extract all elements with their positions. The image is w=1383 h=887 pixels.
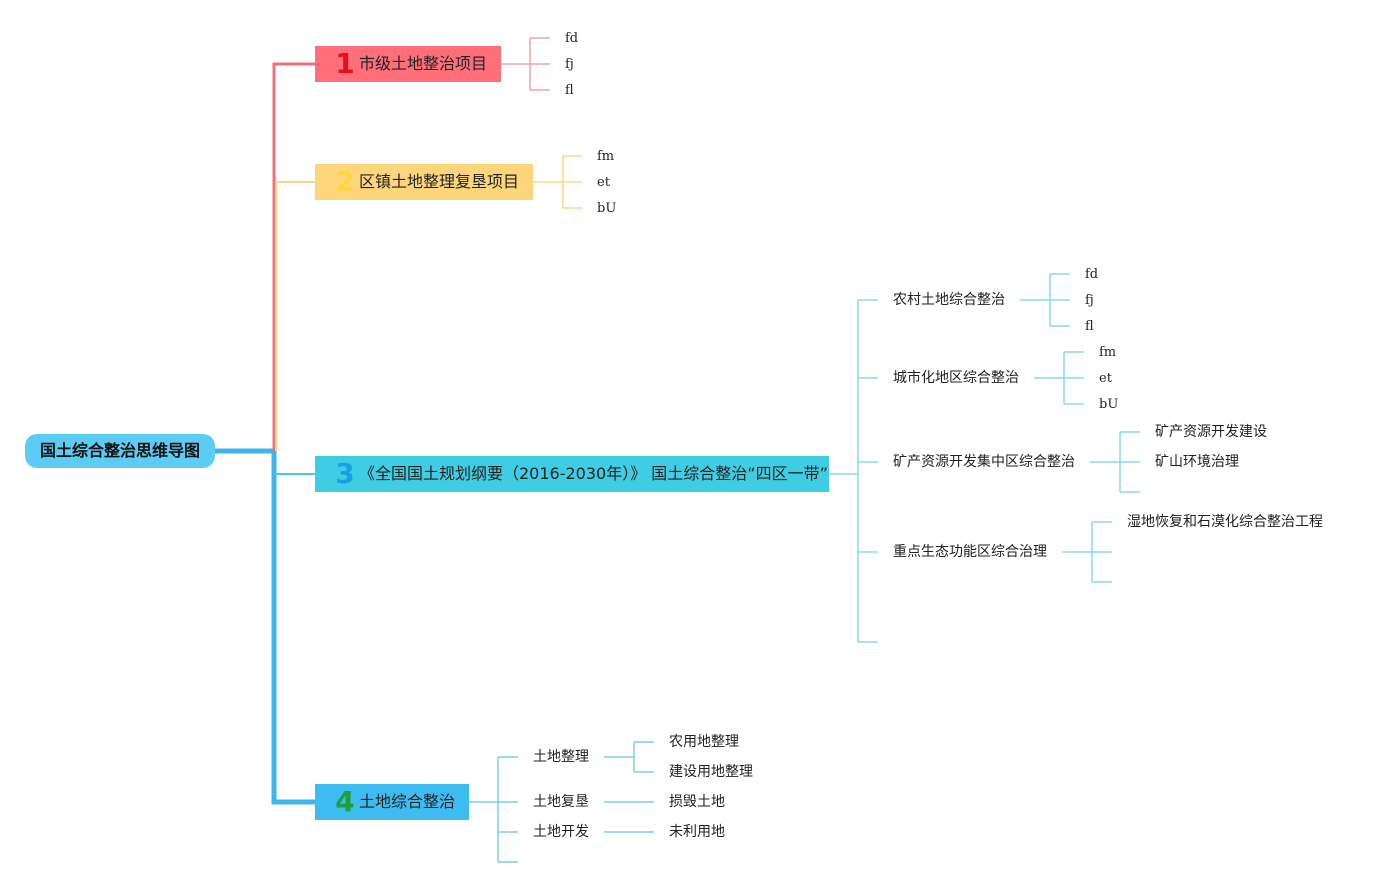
branch-2-label: 区镇土地整理复垦项目 bbox=[359, 172, 520, 191]
branch-4-sub[interactable]: 土地复垦 bbox=[533, 794, 589, 810]
branch-2-number: 2 bbox=[335, 165, 355, 198]
branch-4-leaf[interactable]: 建设用地整理 bbox=[669, 764, 753, 780]
branch-1-leaf[interactable]: fl bbox=[565, 83, 574, 98]
branch-4-leaf[interactable]: 损毁土地 bbox=[669, 794, 725, 810]
branch-3-leaf[interactable]: fj bbox=[1085, 293, 1094, 308]
branch-4-label: 土地综合整治 bbox=[359, 792, 456, 811]
branch-2-leaf[interactable]: fm bbox=[597, 149, 615, 164]
branch-4-number: 4 bbox=[335, 785, 355, 818]
branch-3-leaf[interactable]: 矿产资源开发建设 bbox=[1155, 424, 1267, 440]
branch-3-sub[interactable]: 重点生态功能区综合治理 bbox=[893, 544, 1047, 560]
branch-3-sub[interactable]: 农村土地综合整治 bbox=[893, 292, 1005, 308]
branch-1-label: 市级土地整治项目 bbox=[359, 54, 488, 73]
branch-3-number: 3 bbox=[335, 457, 355, 490]
branch-3-leaf[interactable]: bU bbox=[1099, 397, 1119, 412]
branch-4-leaf[interactable]: 未利用地 bbox=[669, 824, 725, 840]
branch-1-number: 1 bbox=[335, 47, 355, 80]
branch-2-leaf[interactable]: bU bbox=[597, 201, 617, 216]
branch-2-leaf[interactable]: et bbox=[597, 175, 610, 190]
branch-3-sub[interactable]: 城市化地区综合整治 bbox=[893, 370, 1019, 386]
branch-3-label: 《全国国土规划纲要（2016-2030年）》 国土综合整治“四区一带” bbox=[359, 464, 828, 483]
branch-3-leaf[interactable]: 湿地恢复和石漠化综合整治工程 bbox=[1127, 514, 1323, 530]
branch-4-leaf[interactable]: 农用地整理 bbox=[669, 734, 739, 750]
branch-3-leaf[interactable]: 矿山环境治理 bbox=[1155, 454, 1239, 470]
branch-3[interactable]: 3《全国国土规划纲要（2016-2030年）》 国土综合整治“四区一带” bbox=[315, 456, 829, 492]
branch-3-sub[interactable]: 矿产资源开发集中区综合整治 bbox=[893, 454, 1075, 470]
branch-3-leaf[interactable]: fl bbox=[1085, 319, 1094, 334]
branch-3-leaf[interactable]: et bbox=[1099, 371, 1112, 386]
branch-3-leaf[interactable]: fd bbox=[1085, 267, 1099, 282]
branch-3-leaf[interactable]: fm bbox=[1099, 345, 1117, 360]
branch-1-leaf[interactable]: fj bbox=[565, 57, 574, 72]
branch-1-leaf[interactable]: fd bbox=[565, 31, 579, 46]
mindmap-root[interactable]: 国土综合整治思维导图 bbox=[25, 434, 215, 468]
branch-4-sub[interactable]: 土地开发 bbox=[533, 824, 589, 840]
branch-4-sub[interactable]: 土地整理 bbox=[533, 749, 589, 765]
